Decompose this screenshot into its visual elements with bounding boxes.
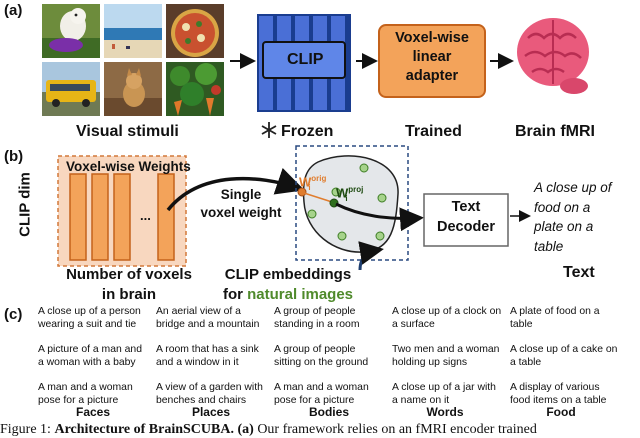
snowflake-icon bbox=[261, 122, 277, 138]
output-caption: A close up of food on a plate on a table bbox=[534, 178, 612, 256]
output-caption-line-4: table bbox=[534, 238, 564, 254]
trained-label: Trained bbox=[405, 123, 462, 140]
w-proj-sup: proj bbox=[348, 185, 364, 194]
w-orig-letter: W bbox=[299, 174, 312, 190]
stimulus-image-cat bbox=[104, 62, 162, 116]
clip-embedding-space bbox=[295, 145, 409, 261]
for-natural-images-line: for natural images bbox=[208, 285, 368, 305]
category-title-bodies: Bodies bbox=[308, 405, 349, 419]
w-proj-label: Wproji bbox=[336, 185, 366, 203]
text-decoder-box bbox=[423, 193, 509, 247]
panel-label-a: (a) bbox=[4, 2, 23, 19]
output-caption-line-3: plate on a bbox=[534, 219, 594, 234]
num-voxels-line-1: Number of voxels bbox=[66, 266, 192, 283]
frozen-label: Frozen bbox=[281, 123, 334, 140]
voxel-ellipsis: ... bbox=[140, 208, 151, 223]
adapter-line-3: adapter bbox=[405, 68, 459, 84]
category-title-faces: Faces bbox=[75, 405, 111, 419]
w-proj-sub: i bbox=[345, 193, 348, 203]
adapter-line-2: linear bbox=[412, 49, 452, 65]
output-caption-line-2: food on a bbox=[534, 199, 591, 215]
panel-b-diagram bbox=[57, 145, 531, 271]
natural-images-text: natural images bbox=[247, 286, 354, 303]
category-title-words: Words bbox=[426, 405, 464, 419]
single-voxel-weight-label: Single voxel weight bbox=[196, 186, 286, 222]
panel-a-diagram bbox=[230, 14, 589, 138]
brain-fmri-label: Brain fMRI bbox=[515, 123, 595, 140]
voxel-wise-linear-adapter-box: Voxel-wise linear adapter bbox=[378, 24, 486, 98]
voxel-wise-weights-title: Voxel-wise Weights bbox=[66, 159, 191, 174]
output-caption-line-1: A close up of bbox=[534, 180, 612, 195]
text-decoder-label: Text Decoder bbox=[424, 197, 508, 237]
visual-stimuli-label: Visual stimuli bbox=[76, 123, 179, 140]
figure-caption: Figure 1: Architecture of BrainSCUBA. (a… bbox=[0, 422, 640, 438]
stimulus-image-beach bbox=[104, 4, 162, 58]
w-proj-letter: W bbox=[336, 185, 349, 201]
text-output-label: Text bbox=[563, 264, 595, 281]
category-title-food: Food bbox=[546, 405, 576, 419]
clip-encoder-block bbox=[257, 14, 351, 112]
figure-caption-title: Architecture of BrainSCUBA. bbox=[54, 422, 234, 437]
single-voxel-line-2: voxel weight bbox=[200, 205, 282, 220]
clip-embeddings-label: CLIP embeddings for natural images bbox=[208, 265, 368, 305]
stimulus-image-vegetables bbox=[166, 62, 224, 116]
num-voxels-line-2: in brain bbox=[101, 286, 157, 303]
text-decoder-line-1: Text bbox=[451, 199, 481, 215]
stimulus-image-dog bbox=[42, 4, 100, 58]
text-decoder-line-2: Decoder bbox=[436, 219, 496, 235]
clip-label: CLIP bbox=[287, 51, 324, 68]
stimulus-image-bus bbox=[42, 62, 100, 116]
figure-caption-prefix: Figure 1: bbox=[0, 422, 55, 437]
panel-label-c: (c) bbox=[4, 306, 23, 323]
w-orig-label: Worigi bbox=[299, 174, 329, 192]
figure-caption-panel: (a) bbox=[237, 422, 254, 437]
category-title-places: Places bbox=[191, 405, 231, 419]
clip-embeddings-line: CLIP embeddings bbox=[224, 266, 352, 283]
stimulus-image-pizza bbox=[166, 4, 224, 58]
single-voxel-line-1: Single bbox=[220, 187, 262, 202]
w-orig-sup: orig bbox=[311, 174, 327, 183]
brain-icon bbox=[517, 18, 589, 94]
figure-caption-text: Our framework relies on an fMRI encoder … bbox=[253, 422, 537, 437]
number-of-voxels-label: Number of voxels in brain bbox=[54, 265, 204, 305]
panel-label-b: (b) bbox=[4, 148, 24, 165]
adapter-line-1: Voxel-wise bbox=[395, 30, 469, 46]
w-orig-sub: i bbox=[308, 182, 311, 192]
for-prefix: for bbox=[222, 286, 248, 303]
